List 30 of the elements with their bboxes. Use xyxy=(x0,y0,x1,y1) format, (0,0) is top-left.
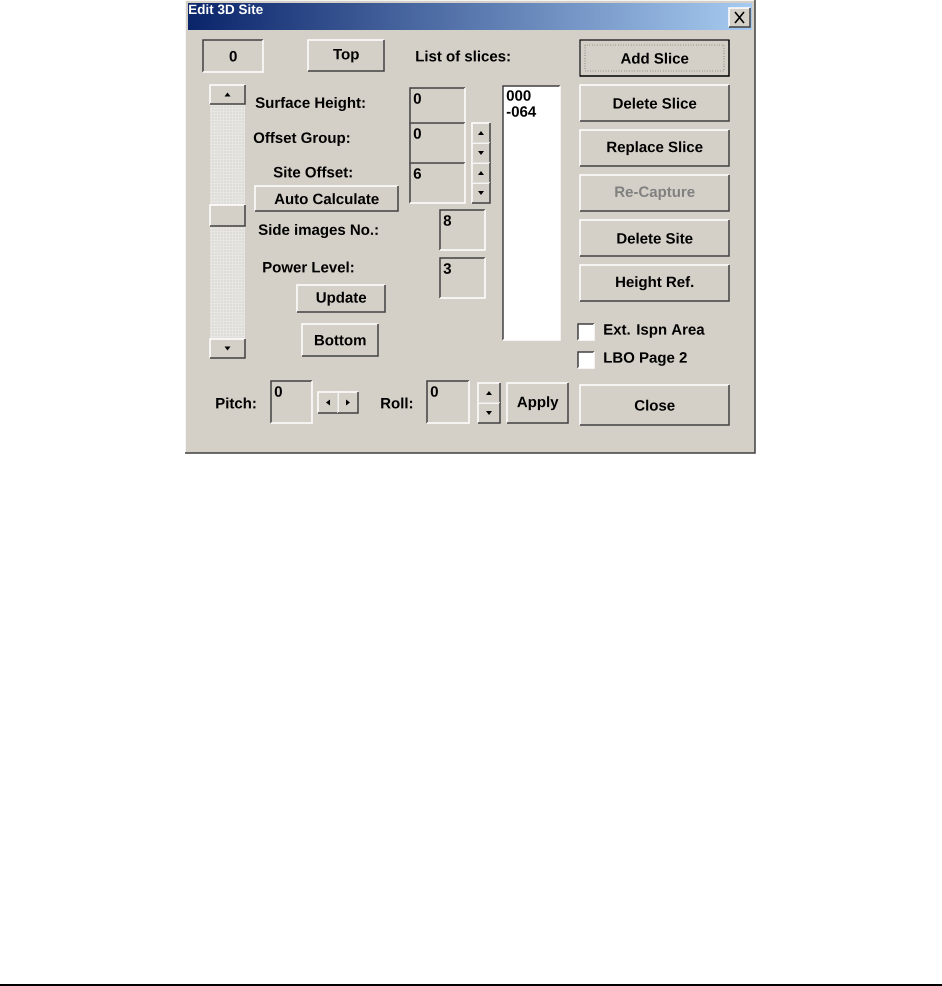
push-button: Height Ref. xyxy=(579,264,730,302)
field-label: Power Level: xyxy=(263,262,354,272)
push-button: Re-Capture xyxy=(579,174,730,212)
push-button: Delete Slice xyxy=(579,84,730,122)
field-label: Roll: xyxy=(381,398,412,408)
push-button: Apply xyxy=(506,382,569,424)
push-button: Delete Site xyxy=(579,219,730,257)
input-field: 0 xyxy=(202,39,264,73)
push-button: Replace Slice xyxy=(579,129,730,167)
field-label: List of slices: xyxy=(416,50,510,62)
push-button: Add Slice xyxy=(579,39,730,77)
checkbox-label: Ext. Ispn Area xyxy=(604,324,705,338)
input-field: 8 xyxy=(439,209,486,251)
push-button: Close xyxy=(579,384,730,426)
input-field: 6 xyxy=(409,162,466,204)
field-label: Offset Group: xyxy=(254,132,350,146)
checkbox-label: LBO Page 2 xyxy=(604,352,687,366)
field-label: Surface Height: xyxy=(256,96,365,112)
push-button: Bottom xyxy=(301,323,379,357)
input-field: 0 xyxy=(409,87,466,124)
input-field: 0 xyxy=(270,380,313,424)
push-button: Top xyxy=(307,39,385,72)
field-label: Side images No.: xyxy=(258,224,378,238)
push-button: Auto Calculate xyxy=(254,185,399,212)
input-field: 0 xyxy=(409,122,466,164)
field-label: Pitch: xyxy=(216,398,256,408)
input-field: 3 xyxy=(439,257,486,299)
push-button: Update xyxy=(296,284,386,313)
input-field: 0 xyxy=(426,380,470,424)
list-box: 000 -064 xyxy=(502,85,561,341)
